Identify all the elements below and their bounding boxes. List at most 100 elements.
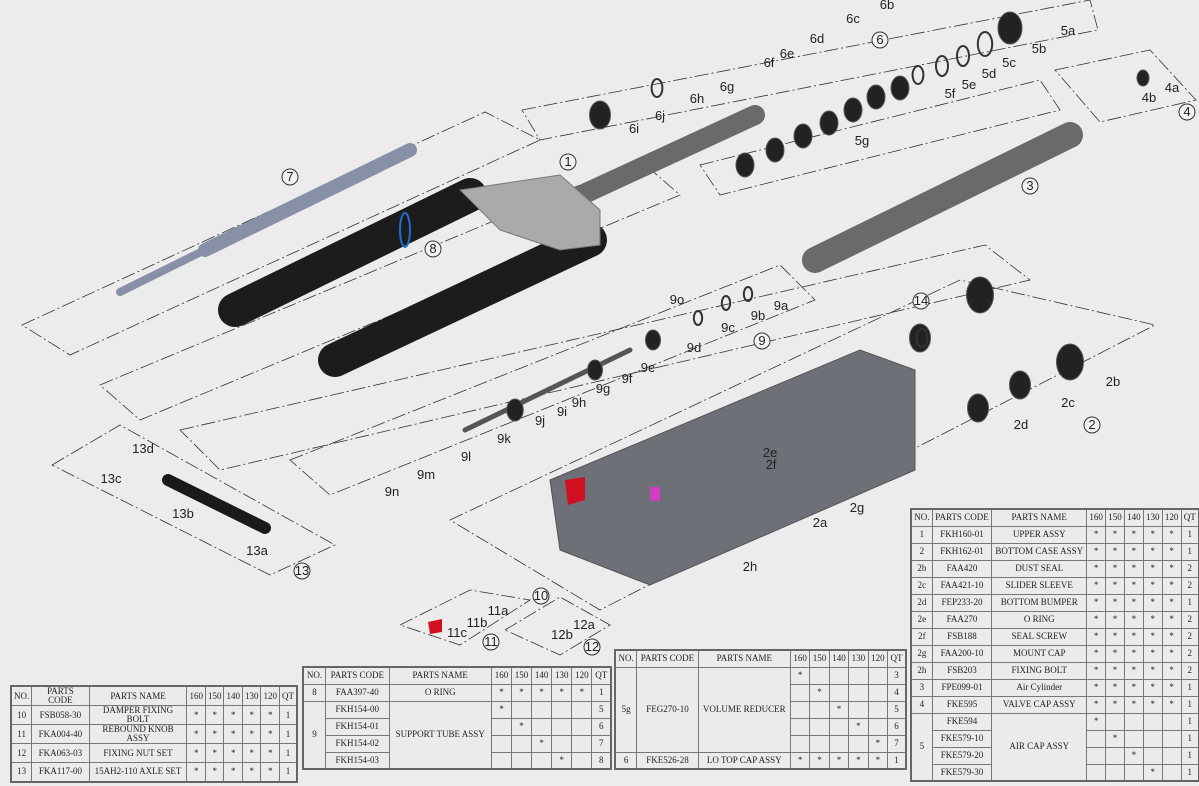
cell-mark (510, 751, 533, 770)
lower-leg-2a (549, 349, 916, 586)
cell-qt: 4 (887, 683, 907, 702)
part-label: 5g (855, 133, 869, 148)
cell-qt: 1 (1180, 746, 1199, 765)
cell-mark: * (1086, 559, 1107, 578)
cell-mark: * (1105, 678, 1125, 697)
part-label: 4b (1142, 90, 1156, 105)
part-label: 6g (720, 79, 734, 94)
part-label: 6d (810, 31, 824, 46)
cell-mark: * (1086, 542, 1107, 561)
cell-no: 13 (10, 762, 33, 782)
group-box-4 (1054, 49, 1197, 123)
column-header: 120 (571, 666, 593, 685)
cell-name: SUPPORT TUBE ASSY (388, 700, 492, 770)
cell-mark (1086, 729, 1107, 748)
cell-no: 10 (10, 705, 33, 725)
cell-mark: * (1142, 644, 1163, 663)
cell-no: 5 (910, 712, 933, 782)
stanchion-left (218, 178, 487, 327)
cell-mark (1142, 712, 1163, 731)
cell-mark: * (1105, 661, 1125, 680)
cell-code: FKA117-00 (31, 762, 90, 782)
cell-qt: 1 (278, 724, 298, 744)
o-ring (915, 328, 929, 348)
column-header: 130 (241, 685, 262, 706)
cell-mark: * (1142, 661, 1163, 680)
group-box-1 (99, 159, 681, 421)
callout-circle (482, 633, 500, 651)
cell-mark: * (1161, 610, 1182, 629)
steerer-tube-1 (550, 105, 765, 215)
o-ring (911, 65, 925, 85)
magenta-part (650, 487, 660, 501)
cell-mark (1105, 712, 1125, 731)
table-row: *6 (615, 717, 907, 736)
cell-qt: 1 (1180, 695, 1199, 714)
part-label: 2b (1106, 374, 1120, 389)
part-label: 2a (813, 515, 828, 530)
cell-mark: * (1105, 729, 1125, 748)
cell-mark: * (1105, 610, 1125, 629)
column-header: NO. (10, 685, 33, 706)
ring-part (587, 359, 603, 381)
column-header: PARTS CODE (636, 649, 699, 668)
part-label: 13a (246, 543, 268, 558)
part-label: 6c (846, 11, 860, 26)
cell-mark: * (1086, 678, 1107, 697)
cell-mark: * (1142, 695, 1163, 714)
o-ring (976, 31, 994, 57)
cell-name: LO TOP CAP ASSY (697, 751, 791, 770)
cell-mark: * (1086, 576, 1107, 595)
cell-mark: * (1123, 576, 1144, 595)
column-header: PARTS NAME (697, 649, 791, 668)
cell-no: 2c (910, 576, 933, 595)
cell-name: VOLUME REDUCER (697, 666, 791, 753)
cell-code: FKH154-03 (325, 751, 390, 770)
cell-mark: * (241, 724, 262, 744)
cell-mark: * (223, 743, 243, 763)
part-label: 5e (962, 77, 976, 92)
cell-code: FSB188 (931, 627, 993, 646)
cell-mark: * (1123, 746, 1144, 765)
cell-mark (551, 717, 573, 736)
cell-no: 8 (302, 683, 327, 702)
cell-mark (867, 666, 889, 685)
ring-part (890, 75, 910, 101)
cell-mark (571, 734, 593, 753)
callout-circle (281, 168, 299, 186)
cell-mark: * (848, 751, 869, 770)
cell-mark: * (1105, 593, 1125, 612)
part-label: 5a (1061, 23, 1076, 38)
cell-code: FEP233-20 (931, 593, 993, 612)
cell-mark: * (531, 683, 553, 702)
cell-code: FAA397-40 (325, 683, 390, 702)
cell-qt: 1 (1180, 763, 1199, 782)
cell-no: 6 (614, 751, 638, 770)
ring-part (765, 137, 785, 163)
cell-qt: 1 (1180, 678, 1199, 697)
axle-13b (162, 474, 271, 534)
callout-label: 8 (429, 241, 436, 256)
cell-mark: * (1161, 661, 1182, 680)
cell-mark (809, 700, 830, 719)
column-header: 150 (809, 649, 830, 668)
cell-mark: * (551, 751, 573, 770)
column-header: 120 (867, 649, 889, 668)
cell-mark: * (1161, 627, 1182, 646)
cell-no: 4 (910, 695, 933, 714)
cell-no: 11 (10, 724, 33, 744)
column-header: 140 (1123, 508, 1144, 527)
cell-no: 2h (910, 661, 933, 680)
cell-code: FSB058-30 (31, 705, 90, 725)
cell-mark: * (1086, 644, 1107, 663)
part-label: 13b (172, 506, 194, 521)
